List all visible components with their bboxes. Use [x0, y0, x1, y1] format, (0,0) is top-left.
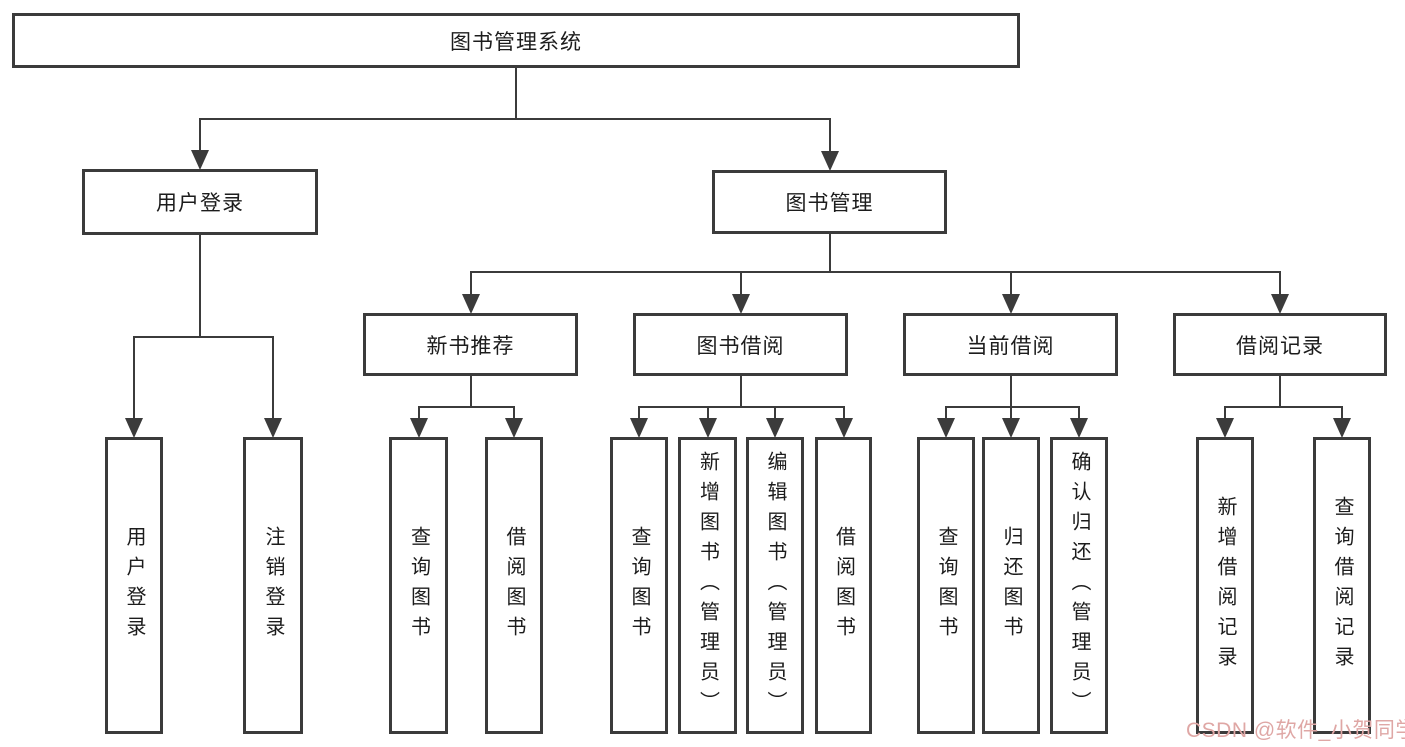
connector-line — [829, 119, 831, 154]
node-label: 查询图书 — [407, 525, 430, 646]
connector-line — [1010, 407, 1012, 421]
arrowhead — [462, 294, 480, 314]
node-label: 借阅图书 — [832, 525, 855, 646]
node-label: 编辑图书（管理员） — [764, 450, 786, 721]
arrowhead — [264, 418, 282, 438]
node-label: 当前借阅 — [966, 334, 1055, 358]
connector-line — [133, 336, 274, 338]
node-bb-add: 新增图书（管理员） — [678, 437, 737, 734]
connector-line — [1279, 374, 1281, 408]
connector-line — [945, 407, 947, 421]
arrowhead — [410, 418, 428, 438]
node-label: 新增图书（管理员） — [696, 450, 719, 721]
node-login: 用户登录 — [82, 169, 318, 235]
arrowhead — [191, 150, 209, 170]
connector-line — [945, 406, 1080, 408]
node-label: 用户登录 — [156, 192, 244, 215]
connector-line — [740, 272, 742, 297]
connector-line — [740, 374, 742, 408]
connector-line — [1010, 374, 1012, 408]
node-label: 新增借阅记录 — [1214, 495, 1236, 676]
node-cb-query: 查询图书 — [917, 437, 975, 734]
node-label: 查询借阅记录 — [1331, 495, 1353, 676]
arrowhead — [937, 418, 955, 438]
arrowhead — [821, 151, 839, 171]
connector-line — [1341, 407, 1343, 421]
node-label: 新书推荐 — [426, 334, 515, 358]
node-label: 图书借阅 — [696, 334, 785, 358]
node-br-add: 新增借阅记录 — [1196, 437, 1254, 734]
connector-line — [1224, 407, 1226, 421]
arrowhead — [505, 418, 523, 438]
node-label: 借阅记录 — [1236, 334, 1324, 358]
node-book-borrow: 图书借阅 — [633, 313, 848, 376]
arrowhead — [732, 294, 750, 314]
arrowhead — [835, 418, 853, 438]
connector-line — [774, 407, 776, 421]
node-root: 图书管理系统 — [12, 13, 1020, 68]
node-label: 用户登录 — [123, 525, 145, 646]
connector-line — [707, 407, 709, 421]
node-logout: 注销登录 — [243, 437, 303, 734]
node-bb-borrow: 借阅图书 — [815, 437, 872, 734]
connector-line — [272, 337, 274, 421]
node-label: 注销登录 — [262, 525, 284, 646]
arrowhead — [125, 418, 143, 438]
node-cb-confirm: 确认归还（管理员） — [1050, 437, 1108, 734]
connector-line — [1279, 272, 1281, 297]
connector-line — [1078, 407, 1080, 421]
node-bookmgmt: 图书管理 — [712, 170, 947, 234]
connector-line — [199, 118, 831, 120]
connector-line — [829, 232, 831, 273]
node-login-user: 用户登录 — [105, 437, 163, 734]
node-label: 归还图书 — [1000, 525, 1022, 646]
connector-line — [470, 374, 472, 408]
node-cb-return: 归还图书 — [982, 437, 1040, 734]
node-current-borrow: 当前借阅 — [903, 313, 1118, 376]
node-label: 图书管理系统 — [450, 30, 582, 54]
node-br-query: 查询借阅记录 — [1313, 437, 1371, 734]
arrowhead — [699, 418, 717, 438]
connector-line — [513, 407, 515, 421]
node-label: 借阅图书 — [503, 525, 525, 646]
connector-line — [418, 407, 420, 421]
watermark: CSDN @软件_小贺同学 — [1186, 719, 1405, 742]
connector-line — [1224, 406, 1343, 408]
node-nb-query: 查询图书 — [389, 437, 448, 734]
node-nb-borrow: 借阅图书 — [485, 437, 543, 734]
connector-line — [470, 271, 1281, 273]
node-borrow-records: 借阅记录 — [1173, 313, 1387, 376]
arrowhead — [1216, 418, 1234, 438]
connector-line — [418, 406, 515, 408]
node-label: 图书管理 — [785, 192, 874, 215]
node-label: 查询图书 — [935, 525, 957, 646]
node-new-books: 新书推荐 — [363, 313, 578, 376]
connector-line — [133, 337, 135, 421]
connector-line — [638, 406, 845, 408]
arrowhead — [630, 418, 648, 438]
arrowhead — [1333, 418, 1351, 438]
connector-line — [470, 272, 472, 297]
arrowhead — [1271, 294, 1289, 314]
node-label: 确认归还（管理员） — [1068, 450, 1090, 721]
arrowhead — [1002, 418, 1020, 438]
connector-line — [199, 233, 201, 338]
arrowhead — [1002, 294, 1020, 314]
arrowhead — [766, 418, 784, 438]
node-label: 查询图书 — [628, 525, 650, 646]
arrowhead — [1070, 418, 1088, 438]
connector-line — [199, 119, 201, 153]
connector-line — [638, 407, 640, 421]
connector-line — [843, 407, 845, 421]
connector-line — [515, 66, 517, 120]
node-bb-query: 查询图书 — [610, 437, 668, 734]
connector-line — [1010, 272, 1012, 297]
node-bb-edit: 编辑图书（管理员） — [746, 437, 804, 734]
